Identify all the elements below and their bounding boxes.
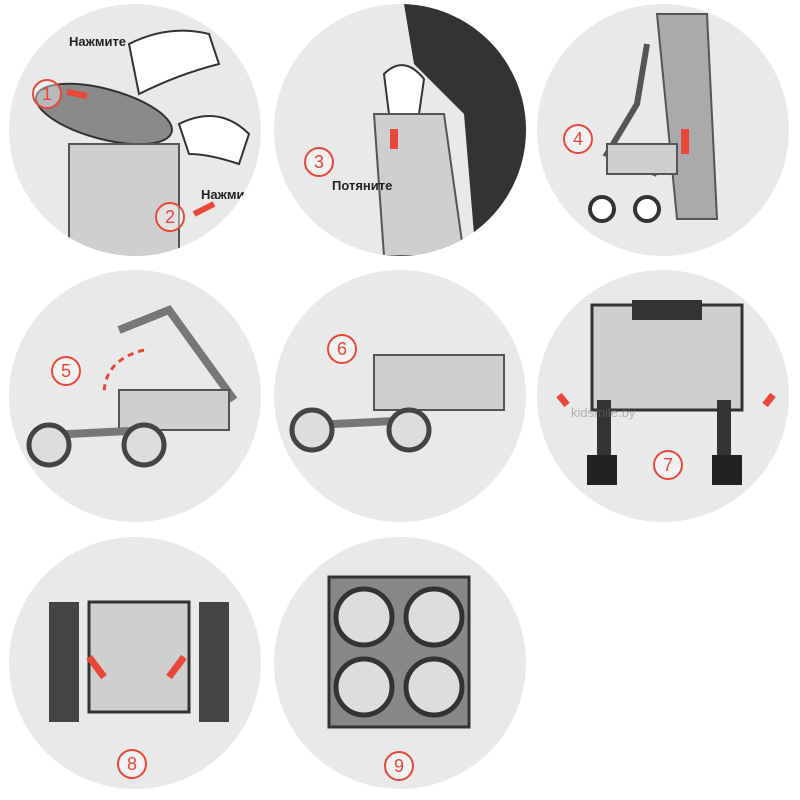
step-3-panel: 3 Потяните <box>274 4 526 256</box>
press-label: Нажмите <box>69 34 127 49</box>
pull-label: Потяните <box>332 178 393 193</box>
step-number-2: 2 <box>155 202 185 232</box>
fold-down-illustration <box>588 13 719 223</box>
step-8-panel: 8 <box>9 537 261 789</box>
fold-wheels-illustration <box>556 300 776 485</box>
step-9-panel: 9 <box>274 537 526 789</box>
fully-folded-illustration <box>327 575 471 729</box>
step-number-9: 9 <box>384 751 414 781</box>
step-5-panel: 5 <box>9 270 261 522</box>
pull-lever-illustration <box>372 4 526 256</box>
step-number-8: 8 <box>117 749 147 779</box>
stroller-handle-press-illustration <box>35 29 251 256</box>
step-number-4: 4 <box>563 124 593 154</box>
step-number-7: 7 <box>653 450 683 480</box>
step-number-5: 5 <box>51 356 81 386</box>
fold-handle-illustration <box>26 305 238 468</box>
step-number-3: 3 <box>304 147 334 177</box>
fold-sides-illustration <box>49 600 229 722</box>
step-1-2-panel: Нажмите 1 Нажмите 2 <box>9 4 261 256</box>
step-number-1: 1 <box>32 79 62 109</box>
press-label: Нажмите <box>201 187 259 202</box>
step-4-panel: 4 <box>537 4 789 256</box>
step-6-panel: 6 <box>274 270 526 522</box>
watermark: kidsmile.by <box>571 405 636 420</box>
folded-side-illustration <box>289 354 505 453</box>
step-7-panel: kidsmile.by 7 <box>537 270 789 522</box>
step-number-6: 6 <box>327 334 357 364</box>
